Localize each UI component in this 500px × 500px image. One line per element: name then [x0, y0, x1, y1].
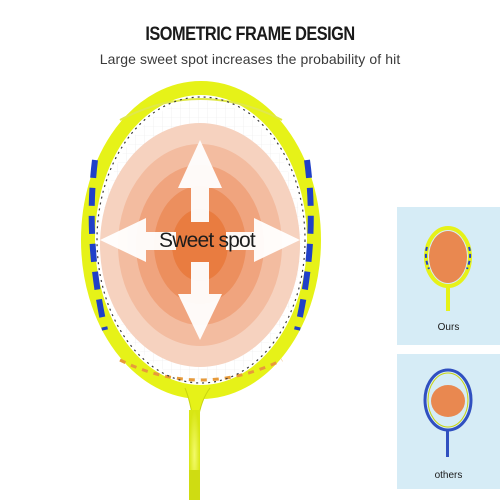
arrow-right: [226, 218, 300, 262]
sweet-spot-ring-5: [172, 209, 228, 281]
frame-accent-right: [294, 159, 314, 331]
page-subtitle: Large sweet spot increases the probabili…: [99, 51, 401, 67]
arrow-up: [178, 140, 222, 222]
ours-racket-illustration: [424, 226, 472, 311]
sweet-spot-arrows: [100, 140, 300, 340]
comparison-panel-ours: Ours: [397, 207, 500, 345]
sweet-spot-label: Sweet spot: [159, 229, 256, 252]
ours-label: Ours: [437, 322, 460, 333]
arrow-down: [178, 262, 222, 340]
others-label: others: [434, 470, 463, 481]
racket-shaft: [189, 410, 200, 500]
others-racket-illustration: [423, 368, 473, 457]
page-title: ISOMETRIC FRAME DESIGN: [145, 24, 355, 45]
comparison-panel-others: others: [397, 354, 500, 489]
frame-accent-left: [88, 159, 108, 331]
arrow-left: [100, 218, 176, 262]
